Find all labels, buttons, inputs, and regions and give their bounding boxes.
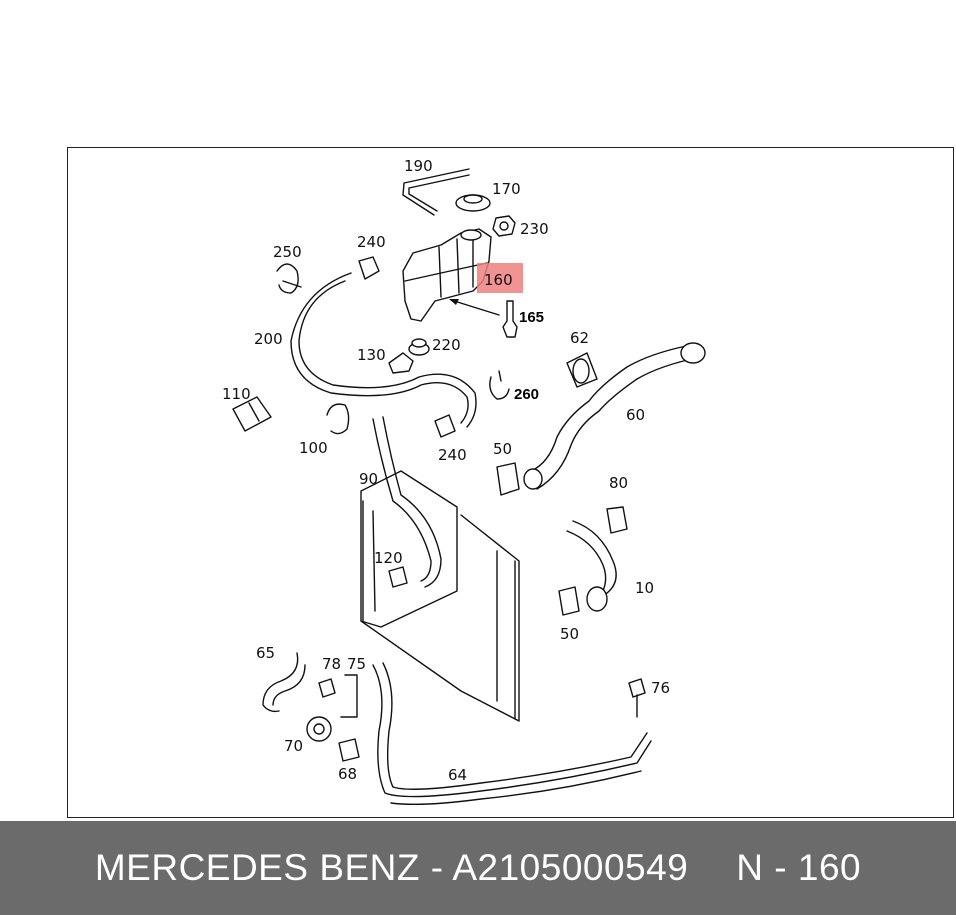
part-120-clamp	[388, 566, 408, 588]
part-62-mount	[566, 352, 598, 388]
callout-60: 60	[626, 406, 645, 424]
footer-bar: MERCEDES BENZ - A2105000549 N - 160	[0, 821, 956, 915]
part-200-hose	[290, 272, 469, 424]
callout-90: 90	[359, 470, 378, 488]
highlight-box	[477, 263, 523, 293]
part-70-valve	[306, 716, 332, 742]
part-76-bolt	[628, 678, 646, 698]
arrow-165	[450, 299, 500, 316]
parts-diagram-frame: 190 170 230 250 240 160 165 200 130 220 …	[67, 147, 954, 818]
callout-250: 250	[273, 243, 302, 261]
part-230-nut	[492, 215, 516, 237]
part-50-clamp-bottom	[558, 586, 580, 616]
callout-50-bottom: 50	[560, 625, 579, 643]
part-90-hose	[372, 418, 432, 582]
part-240-clamp-mid	[434, 414, 456, 438]
callout-70: 70	[284, 737, 303, 755]
part-65-hose	[262, 652, 299, 713]
callout-240-top: 240	[357, 233, 386, 251]
callout-120: 120	[374, 549, 403, 567]
part-64-pipes	[372, 664, 652, 798]
callout-170: 170	[492, 180, 521, 198]
part-250-clamp	[276, 263, 299, 294]
parts-diagram: 190 170 230 250 240 160 165 200 130 220 …	[222, 157, 706, 806]
part-165-sensor	[502, 300, 518, 338]
callout-64: 64	[448, 766, 467, 784]
callout-76: 76	[651, 679, 670, 697]
part-110-bracket	[232, 396, 272, 432]
callout-65: 65	[256, 644, 275, 662]
callout-110: 110	[222, 385, 251, 403]
part-60-hose	[530, 344, 692, 472]
callout-10: 10	[635, 579, 654, 597]
part-100-clip	[326, 403, 350, 435]
part-78-screw	[318, 678, 336, 698]
callout-68: 68	[338, 765, 357, 783]
part-130-bracket	[388, 352, 414, 374]
part-75-bracket	[340, 674, 358, 718]
callout-240-mid: 240	[438, 446, 467, 464]
callout-75: 75	[347, 655, 366, 673]
callout-100: 100	[299, 439, 328, 457]
callout-165: 165	[519, 309, 544, 326]
callout-80: 80	[609, 474, 628, 492]
part-190-rod	[402, 168, 470, 216]
callout-160: 160	[484, 271, 513, 289]
part-10-hose	[572, 520, 617, 598]
callout-200: 200	[254, 330, 283, 348]
callout-230: 230	[520, 220, 549, 238]
part-240-clamp-top	[358, 256, 380, 280]
callout-50-top: 50	[493, 440, 512, 458]
callout-78: 78	[322, 655, 341, 673]
footer-part-number: MERCEDES BENZ - A2105000549	[94, 847, 689, 888]
part-260-clip	[489, 370, 510, 400]
part-80-clamp	[606, 506, 628, 534]
callout-190: 190	[404, 157, 433, 175]
callout-62: 62	[570, 329, 589, 347]
callout-220: 220	[432, 336, 461, 354]
part-50-clamp-top	[496, 462, 520, 496]
callout-260: 260	[514, 386, 539, 403]
part-68-clamp	[338, 738, 360, 762]
footer-reference: N - 160	[736, 847, 862, 888]
callout-130: 130	[357, 346, 386, 364]
